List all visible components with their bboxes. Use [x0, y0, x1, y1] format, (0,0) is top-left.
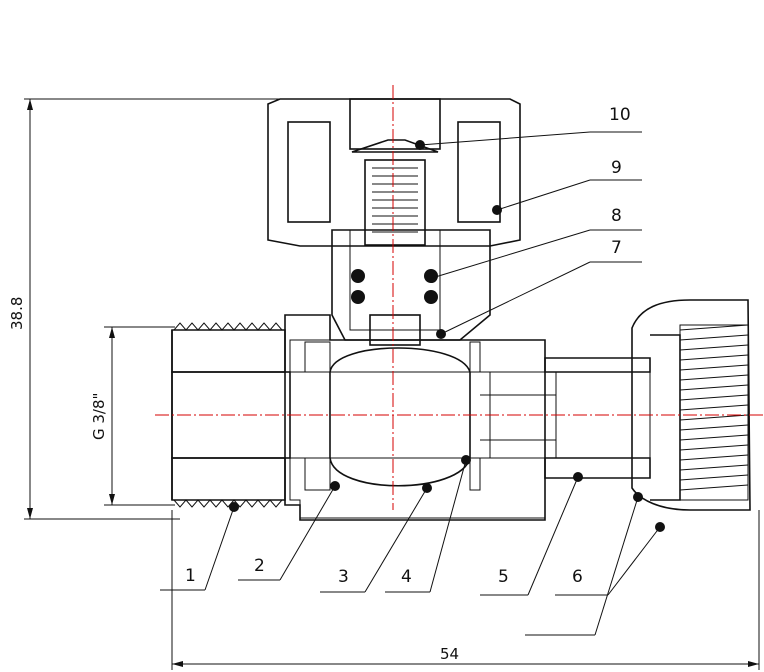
- callout-leaders: [160, 131, 665, 636]
- height-label: 38.8: [8, 297, 26, 330]
- dimension-thread: [104, 326, 175, 506]
- callout-5: 5: [498, 567, 509, 587]
- width-label: 54: [440, 645, 459, 663]
- handle-cap: [267, 98, 521, 247]
- callout-6: 6: [572, 567, 583, 587]
- callout-1: 1: [185, 566, 196, 586]
- valve-body: [171, 299, 751, 521]
- stem-housing: [331, 159, 491, 346]
- callout-8: 8: [611, 206, 622, 226]
- callout-3: 3: [338, 567, 349, 587]
- dimension-height: [24, 98, 280, 520]
- callout-7: 7: [611, 238, 622, 258]
- callout-9: 9: [611, 158, 622, 178]
- dimension-width: [171, 510, 760, 670]
- thread-label: G 3/8": [90, 393, 108, 440]
- callout-10: 10: [609, 105, 631, 125]
- callout-4: 4: [401, 567, 412, 587]
- o-ring: [351, 269, 365, 283]
- callout-2: 2: [254, 556, 265, 576]
